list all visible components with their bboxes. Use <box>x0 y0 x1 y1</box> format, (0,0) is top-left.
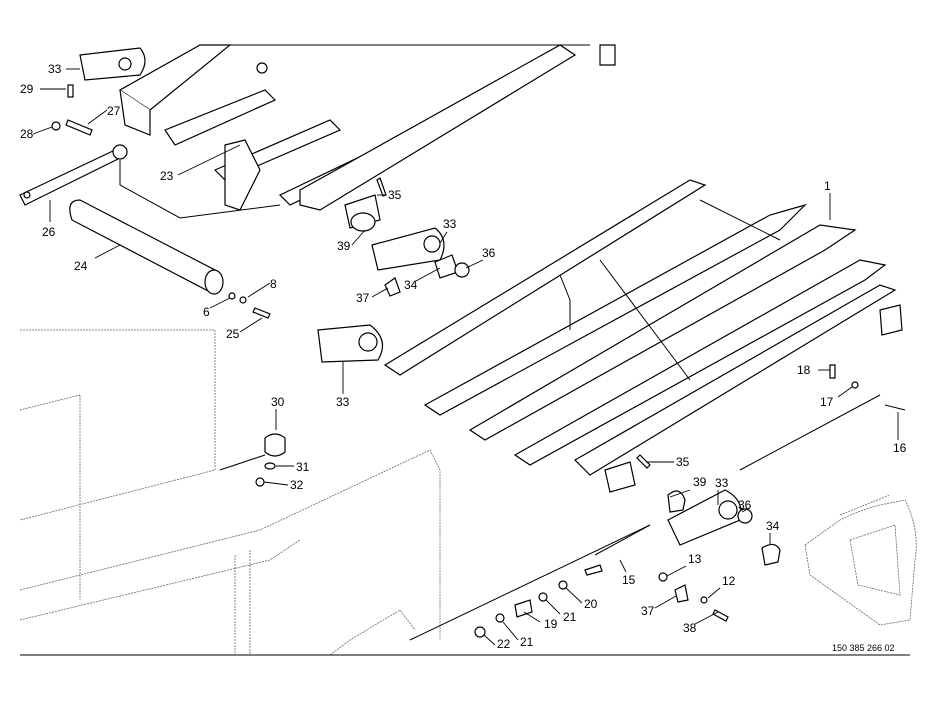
part-label-21: 21 <box>563 610 577 624</box>
left-parts <box>19 47 271 319</box>
leader-line <box>465 259 484 269</box>
upper-frame <box>118 44 616 219</box>
part-label-15: 15 <box>622 573 636 587</box>
leader-line <box>694 611 719 625</box>
leader-line <box>669 489 691 498</box>
middle-parts <box>219 177 470 487</box>
part-label-1: 1 <box>824 179 831 193</box>
leader-line <box>502 621 519 641</box>
leader-line <box>741 509 747 513</box>
part-label-34: 34 <box>766 519 780 533</box>
part-label-33: 33 <box>443 217 457 231</box>
drawing-number: 150 385 266 02 <box>832 643 895 653</box>
leader-line <box>707 587 721 599</box>
part-label-33: 33 <box>48 62 62 76</box>
leader-line <box>565 587 583 604</box>
part-label-38: 38 <box>683 621 697 635</box>
part-label-21: 21 <box>520 635 534 649</box>
leader-line <box>523 611 541 623</box>
part-label-36: 36 <box>738 498 752 512</box>
part-label-34: 34 <box>404 278 418 292</box>
leader-line <box>209 297 231 309</box>
main-frame <box>383 179 906 641</box>
leader-line <box>32 126 53 135</box>
leader-line <box>87 109 108 125</box>
part-label-27: 27 <box>107 104 121 118</box>
part-label-37: 37 <box>641 604 655 618</box>
leader-line <box>239 317 263 333</box>
leader-line <box>371 287 389 298</box>
part-label-35: 35 <box>388 188 402 202</box>
part-label-33: 33 <box>715 476 729 490</box>
part-label-6: 6 <box>203 305 210 319</box>
leader-line <box>666 565 687 577</box>
leader-line <box>483 634 496 646</box>
part-label-26: 26 <box>42 225 56 239</box>
part-label-19: 19 <box>544 617 558 631</box>
rear-panel <box>19 329 441 656</box>
part-label-13: 13 <box>688 552 702 566</box>
part-label-25: 25 <box>226 327 240 341</box>
leader-line <box>94 244 121 259</box>
part-label-30: 30 <box>271 395 285 409</box>
part-label-12: 12 <box>722 574 736 588</box>
inset-overview <box>804 494 917 626</box>
leader-line <box>415 267 441 282</box>
part-label-37: 37 <box>356 291 370 305</box>
leader-line <box>247 282 271 298</box>
leader-line <box>654 595 677 609</box>
part-label-16: 16 <box>893 441 907 455</box>
leader-line <box>837 386 853 398</box>
part-label-20: 20 <box>584 597 598 611</box>
part-label-17: 17 <box>820 395 834 409</box>
part-label-29: 29 <box>20 82 34 96</box>
part-label-28: 28 <box>20 127 34 141</box>
leader-line <box>263 481 289 486</box>
leader-line <box>177 144 241 176</box>
leader-line <box>351 229 366 246</box>
leader-line <box>619 559 627 573</box>
part-label-32: 32 <box>290 478 304 492</box>
part-label-39: 39 <box>693 475 707 489</box>
leader-line <box>439 231 448 244</box>
part-label-18: 18 <box>797 363 811 377</box>
leader-line <box>545 599 561 615</box>
part-label-31: 31 <box>296 460 310 474</box>
part-label-8: 8 <box>270 277 277 291</box>
part-label-33: 33 <box>336 395 350 409</box>
part-label-35: 35 <box>676 455 690 469</box>
part-label-22: 22 <box>497 637 511 651</box>
part-label-36: 36 <box>482 246 496 260</box>
part-label-23: 23 <box>160 169 174 183</box>
part-label-24: 24 <box>74 259 88 273</box>
part-label-39: 39 <box>337 239 351 253</box>
